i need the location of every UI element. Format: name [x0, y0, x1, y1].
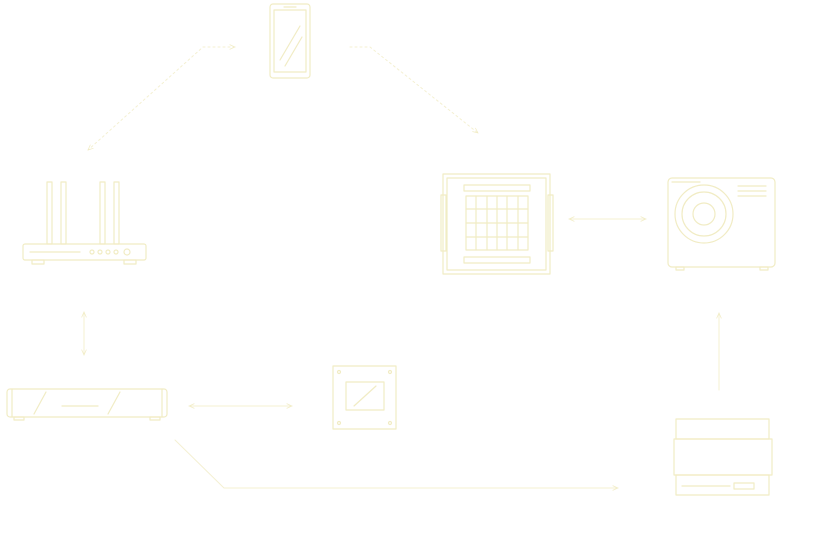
wall-controller-icon: [332, 365, 397, 430]
connection-lines: [84, 47, 719, 488]
link-phone-indoor-unit: [349, 46, 478, 133]
link-gateway-din-module: [174, 439, 618, 488]
gateway-hub-icon: [6, 388, 168, 421]
smartphone-icon: [269, 3, 311, 79]
ac-outdoor-unit-icon: [667, 177, 776, 271]
cassette-ac-indoor-unit-icon: [440, 173, 554, 275]
link-phone-router: [88, 47, 235, 150]
wifi-router-icon: [22, 181, 147, 265]
din-rail-module-icon: [673, 418, 773, 496]
